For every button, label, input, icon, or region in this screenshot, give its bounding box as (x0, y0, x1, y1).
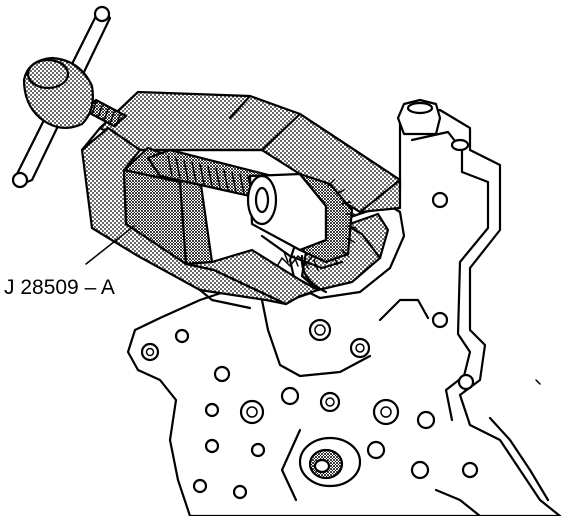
engine-front-cover (126, 98, 562, 516)
tool-callout: J 28509 – A (4, 225, 135, 299)
forcing-screw (82, 98, 274, 202)
puller-adapter (246, 172, 357, 271)
callout-leader-line (85, 225, 135, 265)
t-handle (11, 5, 112, 189)
tool-number-label: J 28509 – A (4, 276, 115, 299)
